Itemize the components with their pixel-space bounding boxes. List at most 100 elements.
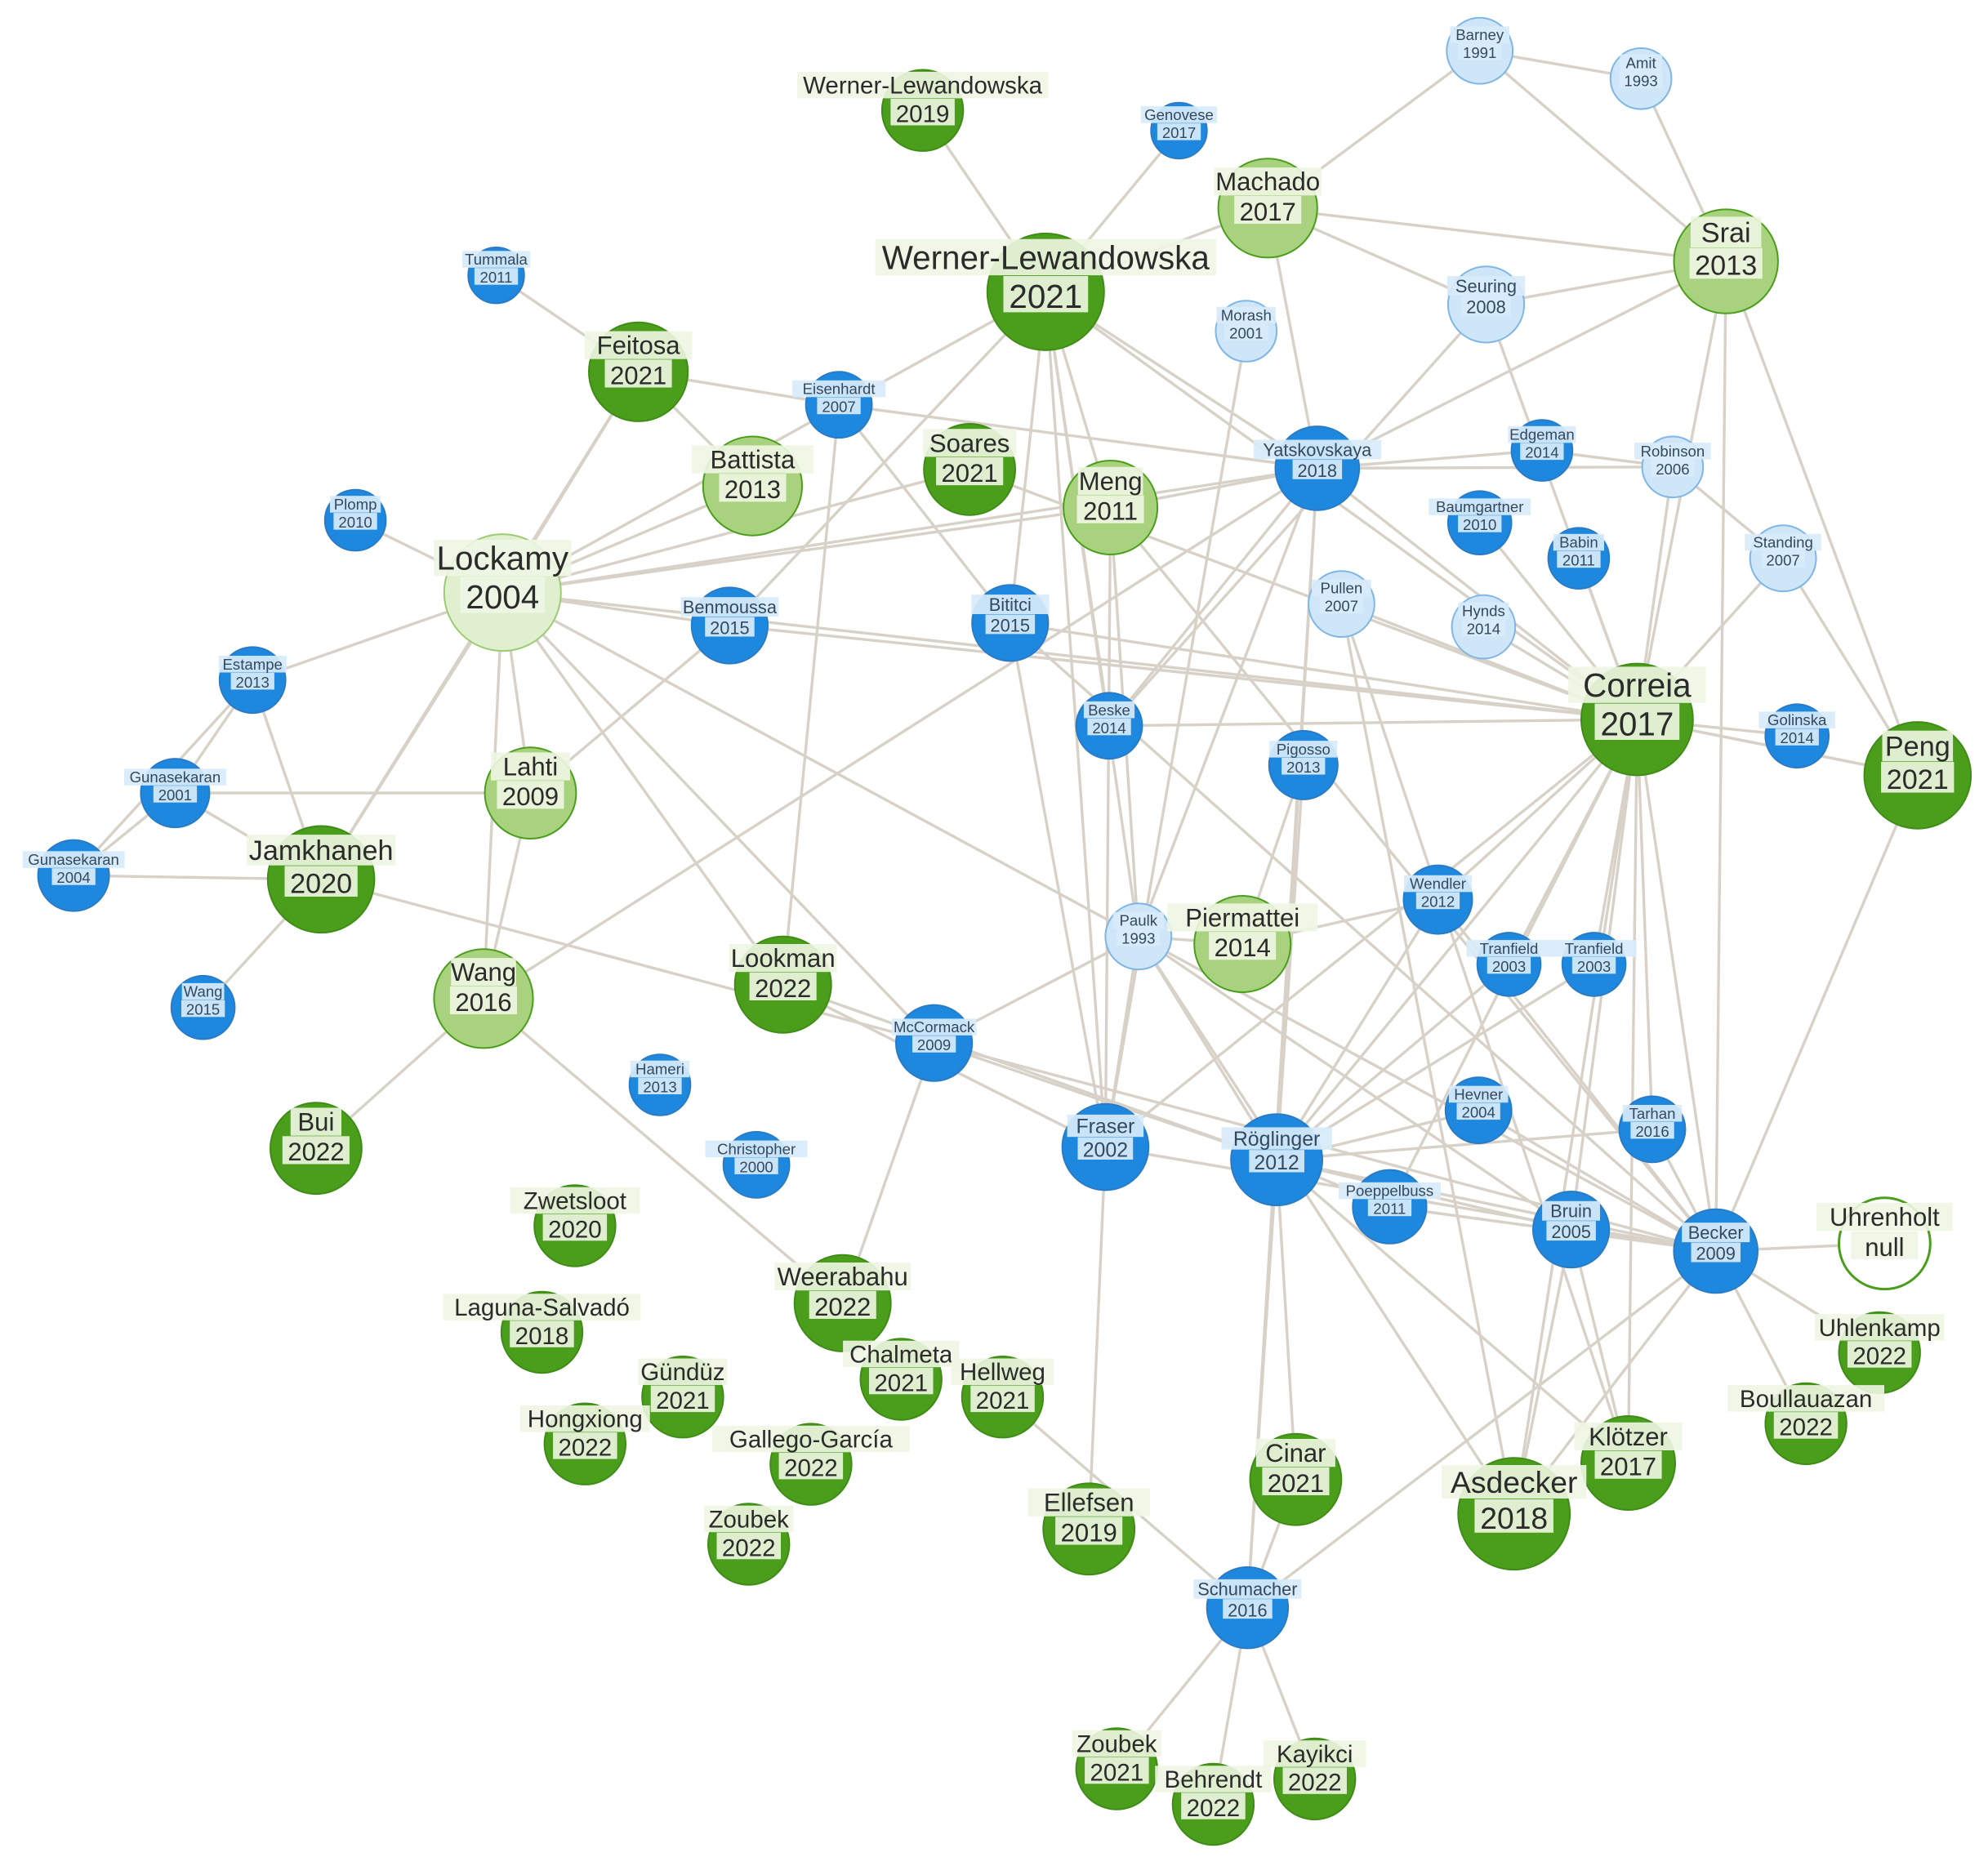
node-label-background [449,986,517,1015]
edge-meng2011-fraser2002 [1103,505,1112,1149]
node-name-label: Chalmeta [849,1341,953,1368]
node-label-background [181,1000,225,1018]
node-name-label: Cinar [1265,1439,1326,1467]
node-year-label: 2002 [1083,1139,1128,1162]
edge-wang2016-yatskovskaya2018 [482,466,1319,1000]
node-year-label: 2021 [1009,278,1082,315]
node-name-label: Beske [1088,701,1130,719]
node-label-background [462,251,531,268]
node-label-background [936,457,1004,486]
node-year-label: 2021 [874,1369,928,1396]
node-label-background [869,1367,934,1395]
node-label-background [791,380,886,398]
node-label-background [1403,875,1472,893]
node-year-label: 2014 [1215,933,1271,962]
node-name-label: Baumgartner [1436,498,1524,515]
node-label-background [284,866,358,897]
node-name-label: Peng [1885,732,1950,763]
node-label-background [1571,956,1616,974]
edge-yatskovskaya2018-robinson2006 [1316,465,1674,470]
node-label-background [1181,1793,1246,1819]
edge-correia2017-klotzer2017 [1626,718,1639,1465]
node-label-background [650,1385,715,1413]
